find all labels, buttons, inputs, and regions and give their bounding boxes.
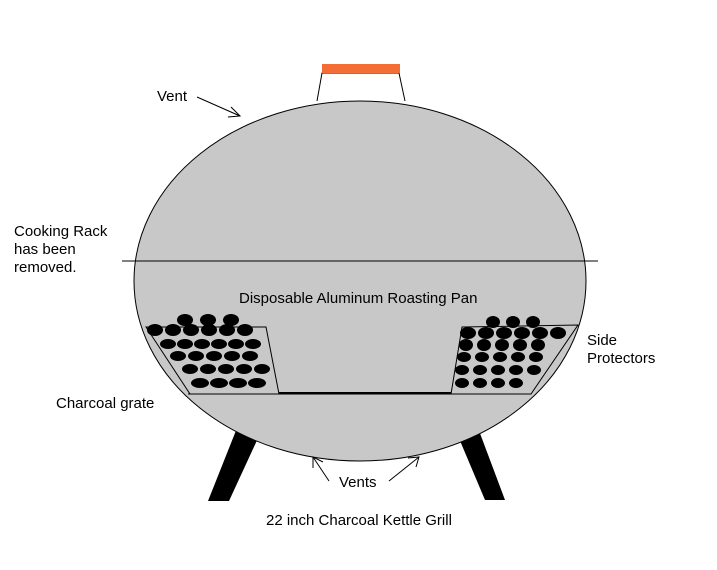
charcoal-briquette (459, 339, 473, 351)
charcoal-briquette (200, 314, 216, 326)
charcoal-briquette (493, 352, 507, 362)
vents-bottom-label: Vents (339, 474, 377, 491)
charcoal-briquette (206, 351, 222, 361)
charcoal-briquette (182, 364, 198, 374)
charcoal-briquette (531, 339, 545, 351)
charcoal-briquette (529, 352, 543, 362)
charcoal-briquette (527, 365, 541, 375)
charcoal-briquette (147, 324, 163, 336)
charcoal-briquette (188, 351, 204, 361)
charcoal-briquette (526, 316, 540, 328)
handle-grip (322, 64, 400, 73)
charcoal-briquette (478, 327, 494, 339)
vents-left-arrow (312, 456, 330, 482)
charcoal-briquette (229, 378, 247, 388)
side-protectors-label-line1: Side (587, 332, 618, 349)
charcoal-briquette (506, 316, 520, 328)
handle-bracket (316, 72, 406, 102)
charcoal-grate-label: Charcoal grate (56, 395, 155, 412)
charcoal-briquette (223, 314, 239, 326)
charcoal-briquette (236, 364, 252, 374)
charcoal-briquette (165, 324, 181, 336)
charcoal-briquette (455, 365, 469, 375)
charcoal-briquette (177, 314, 193, 326)
charcoal-briquette (200, 364, 216, 374)
charcoal-briquette (237, 324, 253, 336)
charcoal-briquette (170, 351, 186, 361)
charcoal-pile-left (147, 314, 270, 388)
charcoal-briquette (248, 378, 266, 388)
charcoal-briquette (224, 351, 240, 361)
charcoal-briquette (218, 364, 234, 374)
charcoal-briquette (514, 327, 530, 339)
charcoal-briquette (177, 339, 193, 349)
cooking-rack-label-line1: Cooking Rack (14, 223, 108, 240)
roasting-pan-label: Disposable Aluminum Roasting Pan (239, 290, 478, 307)
charcoal-briquette (210, 378, 228, 388)
cooking-rack-label-line3: removed. (14, 259, 77, 276)
charcoal-briquette (201, 324, 217, 336)
charcoal-briquette (457, 352, 471, 362)
charcoal-briquette (473, 378, 487, 388)
charcoal-briquette (491, 378, 505, 388)
charcoal-briquette (455, 378, 469, 388)
vent-top-label: Vent (157, 88, 188, 105)
charcoal-briquette (245, 339, 261, 349)
diagram-caption: 22 inch Charcoal Kettle Grill (266, 512, 452, 529)
charcoal-briquette (509, 378, 523, 388)
charcoal-briquette (473, 365, 487, 375)
charcoal-briquette (513, 339, 527, 351)
charcoal-briquette (242, 351, 258, 361)
charcoal-briquette (254, 364, 270, 374)
vent-top-arrow (196, 96, 242, 118)
vents-right-arrow (388, 456, 420, 482)
charcoal-briquette (194, 339, 210, 349)
charcoal-briquette (511, 352, 525, 362)
right-side-protector (450, 324, 579, 395)
left-leg (208, 428, 259, 501)
charcoal-briquette (495, 339, 509, 351)
charcoal-briquette (219, 324, 235, 336)
charcoal-briquette (491, 365, 505, 375)
right-leg (458, 428, 505, 500)
charcoal-briquette (475, 352, 489, 362)
charcoal-briquette (228, 339, 244, 349)
kettle-body (133, 100, 587, 462)
charcoal-briquette (211, 339, 227, 349)
charcoal-briquette (509, 365, 523, 375)
charcoal-briquette (496, 327, 512, 339)
charcoal-pile-right (455, 316, 566, 388)
charcoal-briquette (486, 316, 500, 328)
charcoal-briquette (550, 327, 566, 339)
charcoal-briquette (532, 327, 548, 339)
cooking-rack-label-line2: has been (14, 241, 76, 258)
charcoal-briquette (160, 339, 176, 349)
charcoal-briquette (477, 339, 491, 351)
charcoal-briquette (460, 327, 476, 339)
charcoal-briquette (183, 324, 199, 336)
side-protectors-label-line2: Protectors (587, 350, 656, 367)
charcoal-briquette (191, 378, 209, 388)
